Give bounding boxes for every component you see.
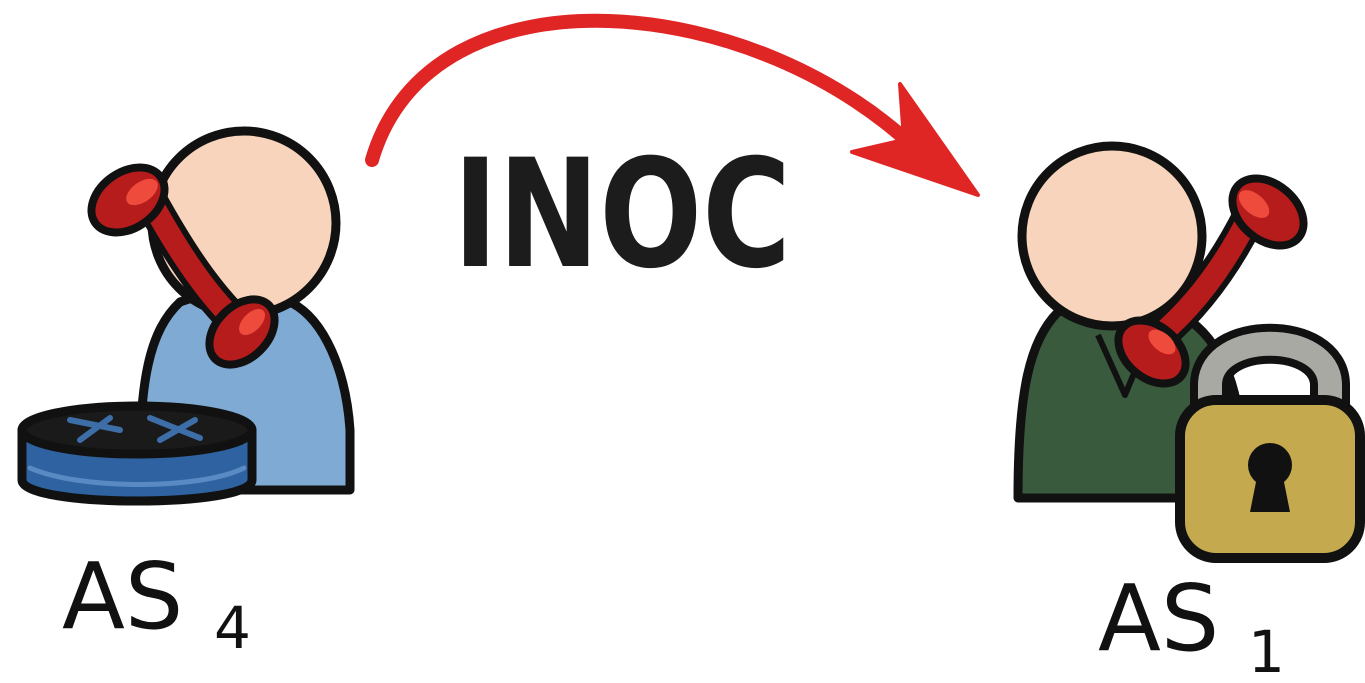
right-party-label: AS xyxy=(1098,565,1219,672)
padlock-icon xyxy=(1180,344,1360,558)
right-party-subscript: 1 xyxy=(1248,618,1285,683)
left-party-label: AS xyxy=(62,543,183,650)
left-party-subscript: 4 xyxy=(214,594,251,662)
arrow-head xyxy=(852,84,978,195)
arrow-label: INOC xyxy=(453,128,791,302)
router-icon xyxy=(22,406,252,501)
right-person: AS 1 xyxy=(1018,146,1360,683)
left-person: AS 4 xyxy=(22,131,350,662)
